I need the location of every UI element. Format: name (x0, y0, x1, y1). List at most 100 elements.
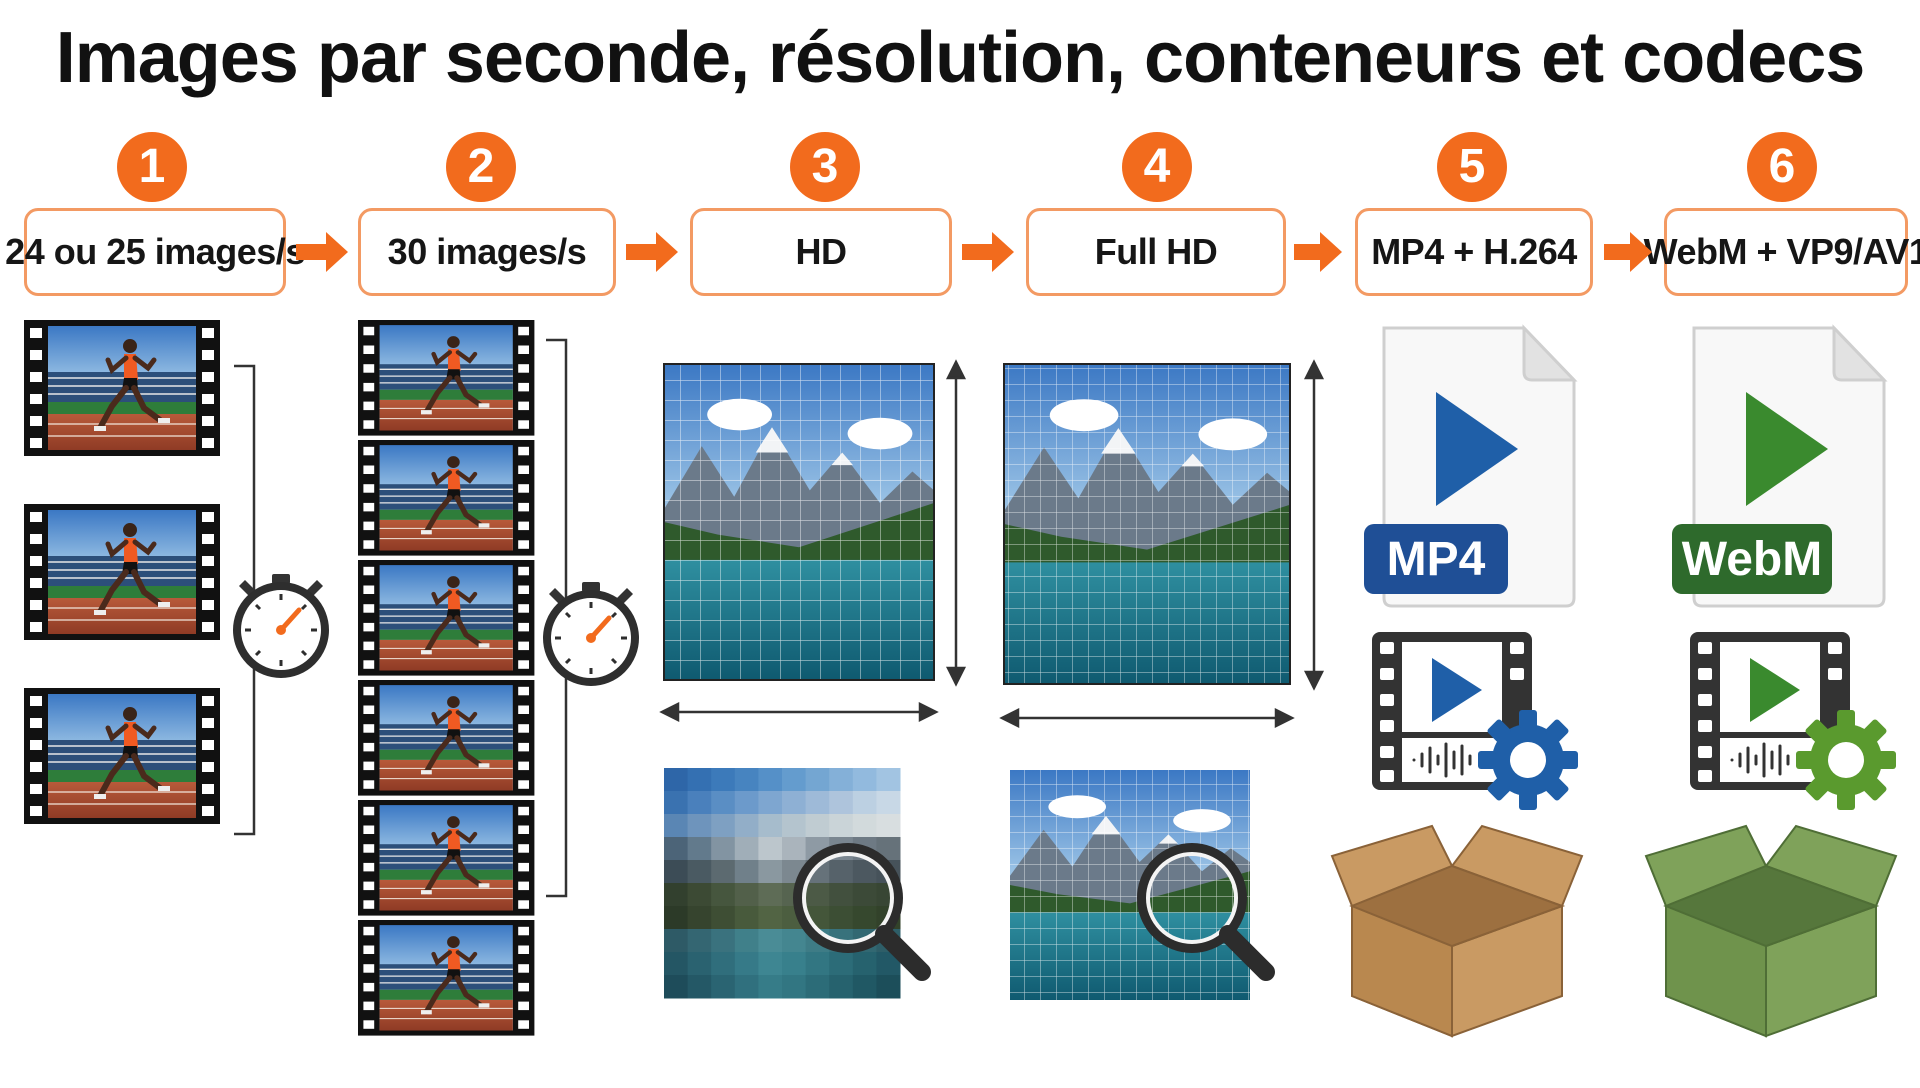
step-6-badge: 6 (1747, 132, 1817, 202)
pixel-block (852, 791, 877, 815)
pixel-block (664, 837, 689, 861)
hd-pixelated-detail (664, 768, 901, 999)
arrow-3-4 (962, 232, 1014, 272)
pixel-block (687, 975, 712, 999)
step-1-label: 24 ou 25 images/s (5, 231, 305, 272)
webm-codec-icon (1688, 630, 1896, 810)
pixel-block (711, 952, 736, 976)
pixel-block (711, 883, 736, 907)
pixel-block (687, 768, 712, 792)
webm-container-box (1645, 825, 1897, 1038)
pixel-block (852, 814, 877, 838)
pixel-block (829, 883, 854, 907)
pixel-block (782, 814, 807, 838)
page-title: Images par seconde, résolution, conteneu… (55, 18, 1866, 98)
step-5-badge: 5 (1437, 132, 1507, 202)
pixel-block (664, 791, 689, 815)
full-hd-dimension-arrows (999, 359, 1325, 729)
pixel-block (711, 837, 736, 861)
pixel-block (687, 860, 712, 884)
step-4-badge: 4 (1122, 132, 1192, 202)
pixel-block (687, 906, 712, 930)
pixel-block (876, 975, 901, 999)
pixel-block (876, 814, 901, 838)
pixel-block (758, 837, 783, 861)
pixel-block (711, 791, 736, 815)
pixel-block (711, 975, 736, 999)
pixel-block (664, 952, 689, 976)
pixel-block (758, 883, 783, 907)
pixel-block (829, 906, 854, 930)
film-frame (24, 688, 220, 824)
pixel-block (876, 837, 901, 861)
pixel-block (852, 952, 877, 976)
pixel-block (687, 929, 712, 953)
pixel-block (782, 929, 807, 953)
pixel-block (687, 791, 712, 815)
pixel-block (664, 768, 689, 792)
step-1-badge: 1 (117, 132, 187, 202)
pixel-block (687, 814, 712, 838)
pixel-block (711, 906, 736, 930)
pixel-block (758, 860, 783, 884)
step-5-box: MP4 + H.264 (1355, 208, 1593, 296)
pixel-block (805, 975, 830, 999)
film-frame (24, 504, 220, 640)
pixel-block (852, 860, 877, 884)
pixel-block (758, 952, 783, 976)
pixel-block (805, 814, 830, 838)
hd-dimension-arrows (659, 359, 967, 723)
pixel-block (782, 791, 807, 815)
pixel-block (734, 906, 759, 930)
arrow-4-5 (1294, 232, 1342, 272)
mp4-container-box (1331, 825, 1583, 1038)
pixel-block (876, 768, 901, 792)
pixel-block (782, 837, 807, 861)
film-frame (24, 320, 220, 456)
pixel-block (734, 952, 759, 976)
hd-landscape-image (663, 363, 935, 681)
pixel-block (782, 975, 807, 999)
arrow-2-3 (626, 232, 678, 272)
pixel-block (734, 975, 759, 999)
step-2-box: 30 images/s (358, 208, 616, 296)
pixel-block (805, 791, 830, 815)
pixel-block (664, 975, 689, 999)
pixel-block (758, 768, 783, 792)
step-2-badge: 2 (446, 132, 516, 202)
mp4-codec-icon (1370, 630, 1578, 810)
pixel-block (711, 929, 736, 953)
step-4-box: Full HD (1026, 208, 1286, 296)
pixel-block (829, 768, 854, 792)
pixel-block (829, 791, 854, 815)
pixel-block (758, 975, 783, 999)
mp4-badge-label: MP4 (1387, 533, 1486, 586)
full-hd-landscape-image (1003, 363, 1291, 685)
pixel-block (734, 814, 759, 838)
pixel-block (805, 883, 830, 907)
stopwatch-icon (547, 582, 635, 682)
step-3-label: HD (795, 231, 848, 272)
step-6-label: WebM + VP9/AV1 (1643, 231, 1920, 272)
pixel-block (664, 814, 689, 838)
pixel-block (664, 883, 689, 907)
pixel-block (852, 883, 877, 907)
pixel-block (687, 837, 712, 861)
stopwatch-icon (237, 574, 325, 674)
pixel-block (876, 791, 901, 815)
pixel-block (711, 814, 736, 838)
pixel-block (734, 860, 759, 884)
pixel-block (758, 906, 783, 930)
step-6-box: WebM + VP9/AV1 (1644, 208, 1920, 296)
pixel-block (734, 768, 759, 792)
step-1-box: 24 ou 25 images/s (5, 208, 305, 296)
flow-arrows (296, 232, 1652, 272)
pixel-block (664, 860, 689, 884)
film-strip-24fps (24, 320, 256, 836)
pixel-block (734, 929, 759, 953)
step-3-box: HD (690, 208, 952, 296)
webm-file-icon: WebM (1672, 326, 1886, 608)
pixel-block (829, 860, 854, 884)
pixel-block (734, 883, 759, 907)
pixel-block (829, 952, 854, 976)
